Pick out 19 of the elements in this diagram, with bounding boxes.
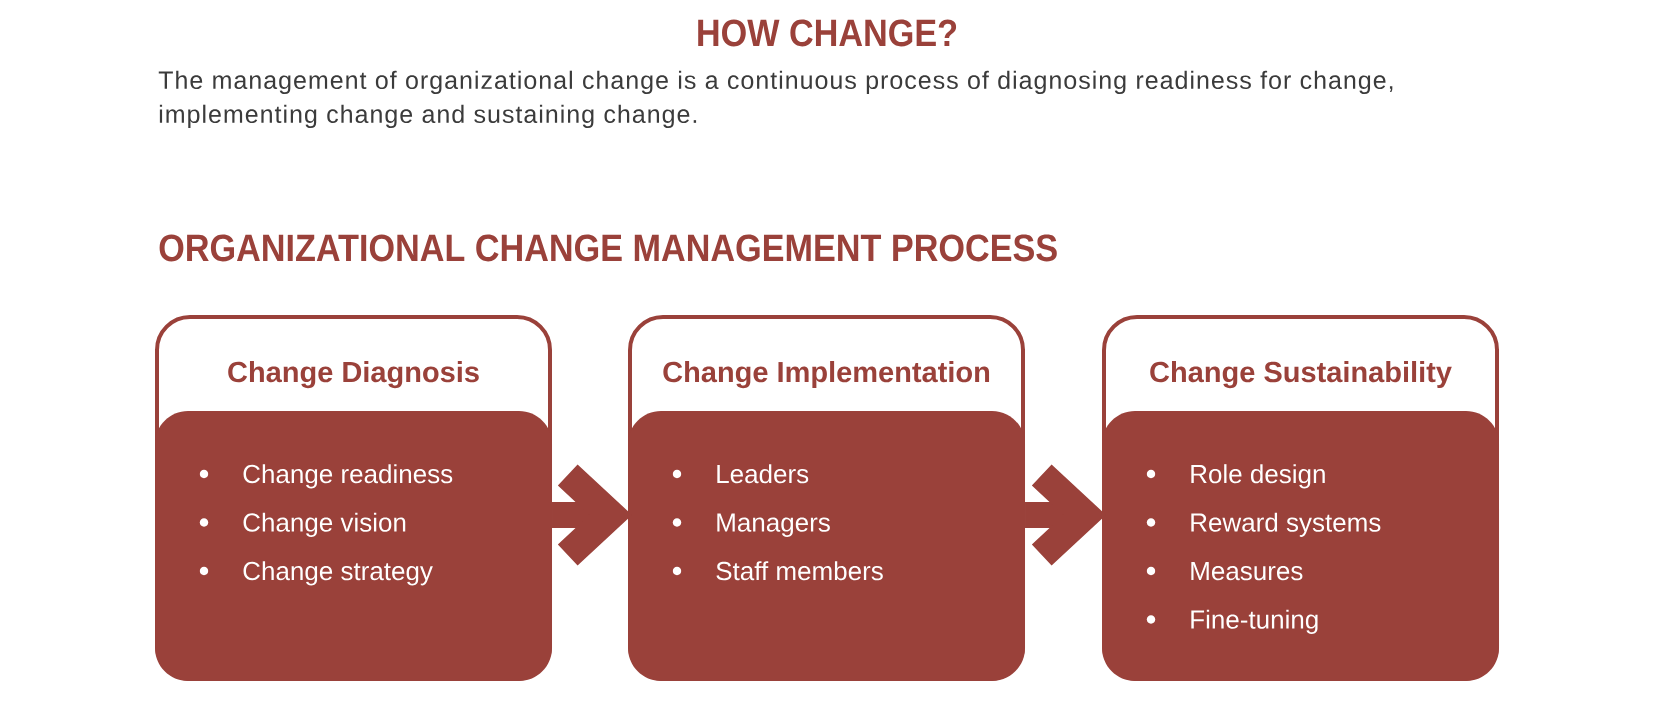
list-item: Managers — [717, 513, 830, 537]
page-title: HOW CHANGE? — [698, 19, 957, 47]
list-item: Reward systems — [1191, 512, 1381, 537]
list-item: Staff members — [716, 561, 883, 581]
stage-card — [155, 315, 552, 681]
list-item: Measures — [1191, 562, 1303, 581]
intro-paragraph: The management of organizational change is a continuous process of diagnosing readiness for change, implementing change and sustaining change. — [158, 70, 1393, 128]
section-heading: ORGANIZATIONAL CHANGE MANAGEMENT PROCESS — [159, 234, 1057, 262]
list-item: Role design — [1191, 464, 1325, 489]
card-title: Change Sustainability — [1150, 361, 1452, 389]
card-title: Change Implementation — [663, 361, 990, 389]
stage-card — [1102, 315, 1499, 681]
list-item: Change strategy — [243, 561, 433, 586]
list-item: Leaders — [717, 464, 809, 484]
card-title: Change Diagnosis — [228, 361, 479, 389]
list-item: Change readiness — [243, 464, 453, 489]
list-item: Fine-tuning — [1191, 609, 1318, 634]
stage-card — [628, 315, 1025, 681]
list-item: Change vision — [243, 512, 406, 537]
